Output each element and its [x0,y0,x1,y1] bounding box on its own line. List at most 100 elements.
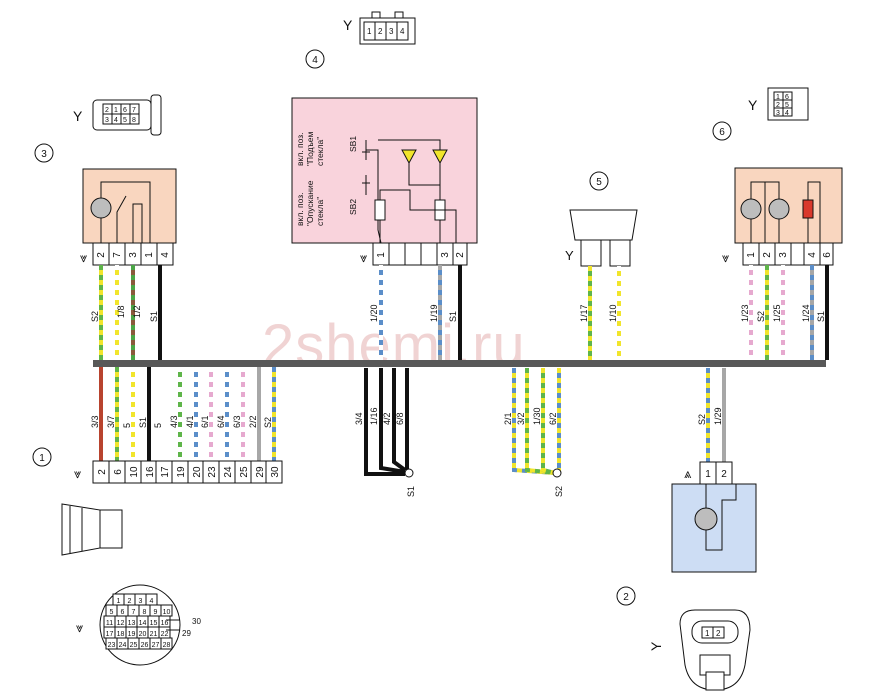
wire-label-bottom-10: 2/2 [248,415,258,428]
wire-label-top-s1-6: S1 [816,311,826,322]
round-connector-cell-label: 12 [117,620,125,627]
wire-label-bottom-7: 6/1 [200,415,210,428]
round-connector-cell-label: 26 [141,642,149,649]
svg-text:2: 2 [378,27,383,36]
svg-text:1: 1 [39,453,45,464]
callout-2: 2 [616,586,636,606]
svg-text:стекла": стекла" [315,197,325,226]
round-connector-cell-label: 23 [108,642,116,649]
wire-label-s2-2: 1/30 [532,407,542,425]
svg-text:1: 1 [144,252,155,258]
round-connector-cell-label: 19 [128,631,136,638]
round-connector-cell-label: 10 [163,609,171,616]
round-connector-cell-label: 25 [130,642,138,649]
svg-text:S2: S2 [554,486,564,497]
svg-text:2: 2 [762,252,773,258]
round-side-29: 29 [182,629,191,638]
connector-1-pin-label: 16 [145,466,156,478]
wire-label-s1-3: 6/8 [395,412,405,425]
svg-text:1: 1 [705,469,711,480]
svg-text:4: 4 [160,252,171,258]
wire-label-top-1-23: 1/23 [740,304,750,322]
splice-s2: S2 [552,468,564,497]
svg-text:3: 3 [128,252,139,258]
svg-text:Y: Y [648,641,664,651]
wire-label-s1-2: 4/2 [382,412,392,425]
ground-symbol-6: ⩔ [722,250,729,265]
wire-label-top-1-19: 1/19 [429,304,439,322]
splice-s1: S1 [364,368,416,497]
connector-1-housing [61,503,123,556]
round-connector-cell-label: 14 [139,620,147,627]
ground-symbol-5: Y [565,248,574,263]
svg-text:4: 4 [400,27,405,36]
svg-text:"Подъем: "Подъем [305,132,315,166]
svg-text:3: 3 [440,252,451,258]
connector-1-pin-label: 19 [176,466,187,478]
ground-symbol-1: ⩔ [74,466,81,481]
wire-label-top-1-24: 1/24 [801,304,811,322]
svg-text:"Опускание: "Опускание [305,180,315,226]
wire-label-bottom-9: 6/3 [232,415,242,428]
round-connector-cell-label: 13 [128,620,136,627]
connector-1-pin-label: 20 [192,466,203,478]
wire-label-bottom-4: 5 [153,423,163,428]
component-6-block [734,167,843,244]
svg-text:4: 4 [114,117,118,124]
wire-label-s1-0: 3/4 [354,412,364,425]
svg-text:4: 4 [807,252,818,258]
svg-text:Y: Y [73,108,83,124]
watermark: 2shemi.ru [262,313,526,378]
wire-label-top-1-25: 1/25 [772,304,782,322]
connector-1-pin-label: 17 [160,466,171,478]
wire-label-s2-3: 6/2 [548,412,558,425]
wire-label-bottom-3: S1 [138,417,148,428]
wire-label-bottom-6: 4/1 [185,415,195,428]
svg-text:6: 6 [785,94,789,101]
ground-symbol-3: ⩔ [80,250,87,265]
connector-3-thumbnail: Y 2 1 6 7 3 4 5 8 [73,94,162,136]
wire-label-top-s1-3: S1 [149,311,159,322]
svg-text:вкл. поз.: вкл. поз. [295,192,305,226]
connector-1-pin-label: 29 [255,466,266,478]
connector-4-thumbnail: Y 1 2 3 4 [343,11,416,45]
component-2-block [671,483,757,573]
ground-symbol-4: ⩔ [360,250,367,265]
component-5-block [569,209,638,267]
round-connector-cell-label: 8 [143,609,147,616]
connector-1-pin-label: 6 [113,469,124,475]
svg-text:2: 2 [105,107,109,114]
round-connector-cell-label: 9 [154,609,158,616]
callout-5: 5 [589,171,609,191]
svg-text:вкл. поз.: вкл. поз. [295,132,305,166]
round-connector-cell-label: 21 [150,631,158,638]
svg-text:1: 1 [376,252,387,258]
connector-1-pin-label: 25 [239,466,250,478]
svg-text:3: 3 [778,252,789,258]
connector-2-pins: 1 2 [699,461,733,485]
wire-label-top-1-20: 1/20 [369,304,379,322]
svg-text:2: 2 [776,102,780,109]
wire-label-top-1-2: 1/2 [132,305,142,318]
wire-label-bottom-1: 3/7 [106,415,116,428]
connector-1-pin-label: 10 [129,466,140,478]
svg-text:6: 6 [822,252,833,258]
connector-6-pins: 1 2 3 4 6 [742,242,834,266]
wire-label-top-1-17: 1/17 [579,304,589,322]
svg-text:8: 8 [132,117,136,124]
wire-label-conn2-1-29: 1/29 [713,407,723,425]
connector-1-pin-label: 23 [207,466,218,478]
svg-text:3: 3 [105,117,109,124]
svg-text:6: 6 [719,127,725,138]
connector-1-pin-label: 30 [270,466,281,478]
ground-symbol-face: ⩔ [76,620,83,635]
connector-4-pins: 1 3 2 [372,242,468,266]
round-connector-cell-label: 16 [161,620,169,627]
svg-text:S1: S1 [406,486,416,497]
connector-1-pin-11 [265,460,283,484]
svg-text:SB1: SB1 [348,136,358,152]
round-connector-cell-label: 11 [106,620,113,627]
